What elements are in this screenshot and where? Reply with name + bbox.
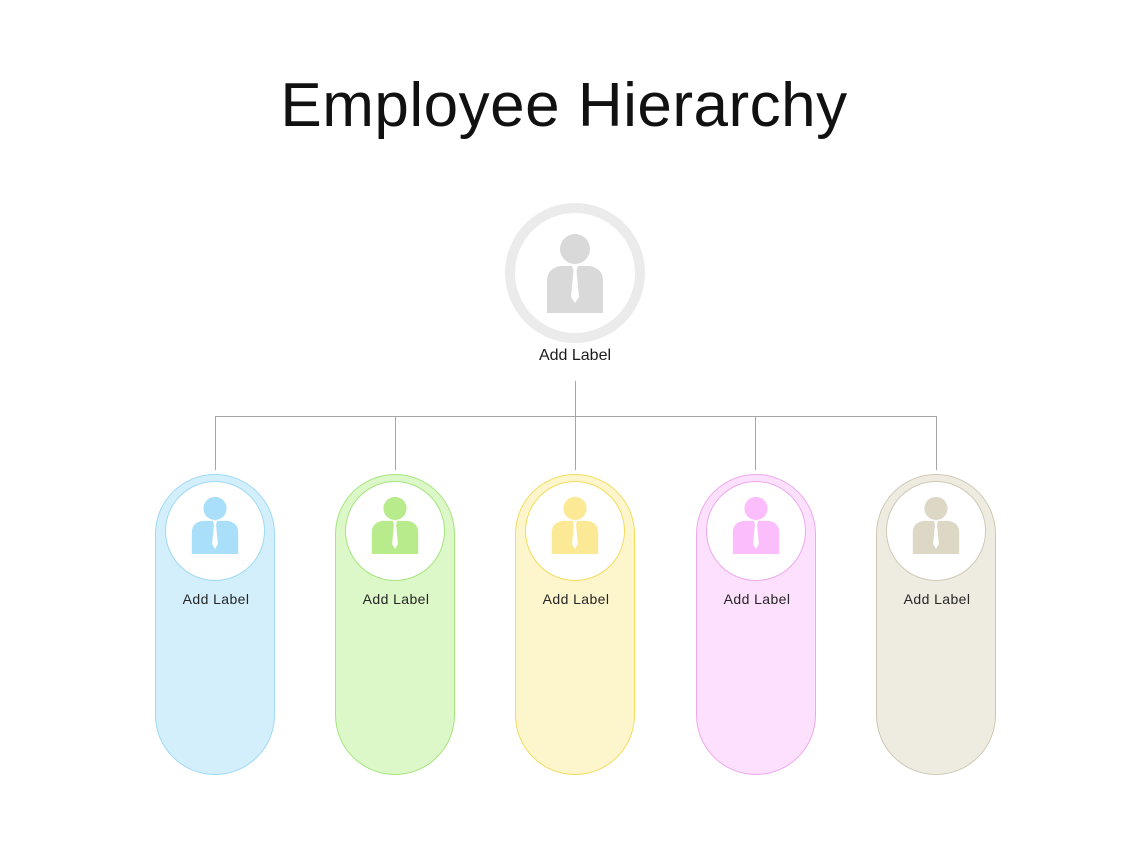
employee-card: Add Label xyxy=(876,474,996,775)
person-icon xyxy=(371,496,419,554)
person-icon xyxy=(191,496,239,554)
employee-card: Add Label xyxy=(335,474,455,775)
employee-avatar xyxy=(706,481,806,581)
employee-label: Add Label xyxy=(362,591,430,607)
employee-avatar xyxy=(886,481,986,581)
employee-label: Add Label xyxy=(182,591,250,607)
person-icon xyxy=(912,496,960,554)
person-icon xyxy=(551,496,599,554)
employee-card: Add Label xyxy=(515,474,635,775)
root-connector xyxy=(575,381,576,470)
horizontal-connector xyxy=(215,416,937,417)
root-avatar xyxy=(505,203,645,343)
root-label: Add Label xyxy=(538,347,612,364)
person-icon xyxy=(732,496,780,554)
employee-avatar xyxy=(345,481,445,581)
employee-card: Add Label xyxy=(155,474,275,775)
employee-label: Add Label xyxy=(903,591,971,607)
employee-avatar xyxy=(525,481,625,581)
child-connector xyxy=(755,416,756,470)
child-connector xyxy=(215,416,216,470)
employee-label: Add Label xyxy=(723,591,791,607)
employee-label: Add Label xyxy=(542,591,610,607)
slide-title: Employee Hierarchy xyxy=(280,71,848,140)
employee-card: Add Label xyxy=(696,474,816,775)
person-icon xyxy=(547,234,603,313)
employee-avatar xyxy=(165,481,265,581)
child-connector xyxy=(395,416,396,470)
child-connector xyxy=(936,416,937,470)
